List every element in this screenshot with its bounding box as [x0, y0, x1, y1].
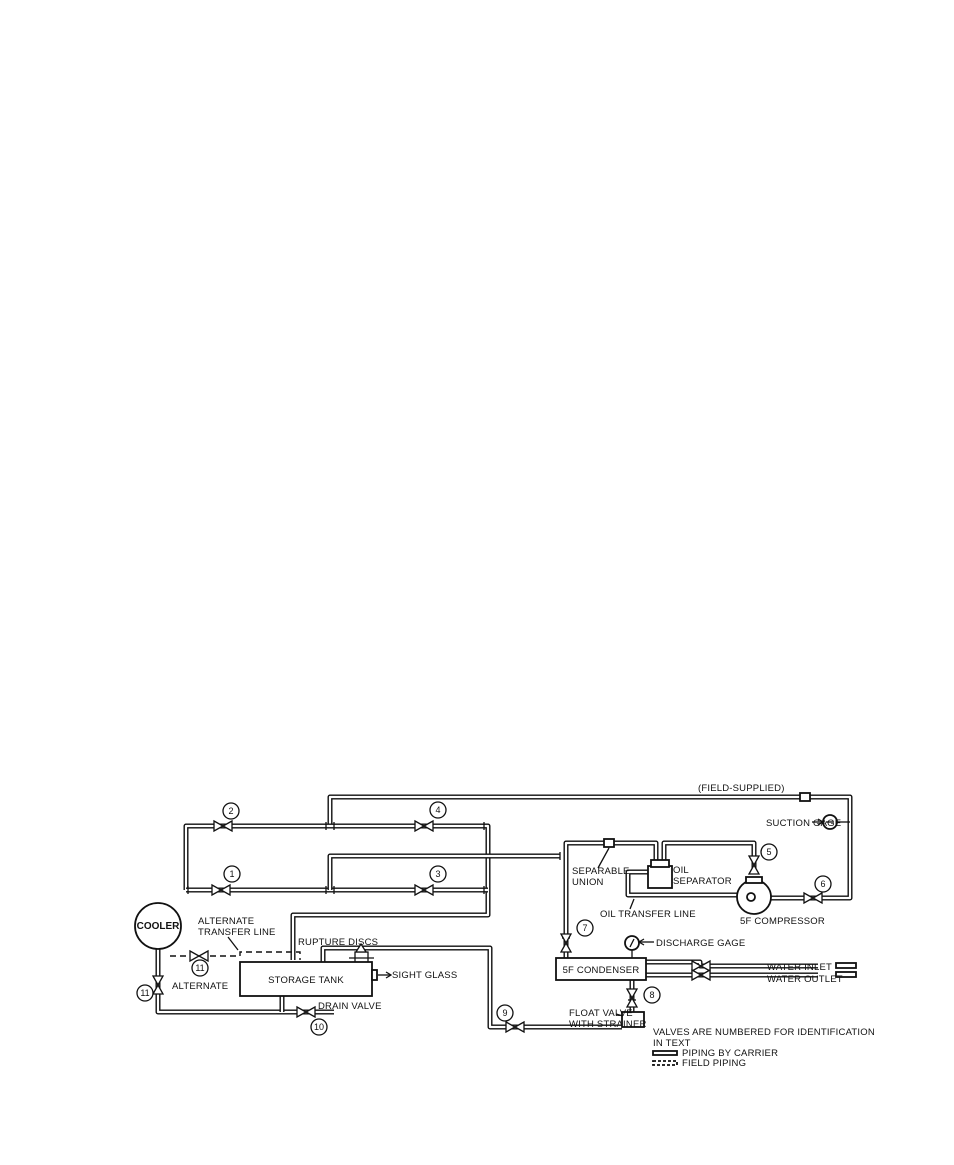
- valve-water-outlet: [691, 968, 703, 982]
- drain-valve-label: DRAIN VALVE: [318, 1001, 382, 1012]
- valve-2: [213, 819, 225, 833]
- valve-7-number: 7: [582, 923, 587, 933]
- discharge-gage: [624, 935, 640, 958]
- labels: (FIELD-SUPPLIED) SUCTION GAGE ALTERNATE …: [172, 783, 843, 1030]
- field-supplied-union: [799, 792, 811, 802]
- legend-field-swatch: [652, 1060, 678, 1066]
- valve-callouts: 2 4 1 3 5 6 7 8 9 10 11 11: [136, 801, 832, 1036]
- rupture-discs-label: RUPTURE DISCS: [298, 937, 378, 948]
- valve-8: [625, 988, 639, 1000]
- valve-11-alternate-number: 11: [140, 988, 149, 998]
- legend: VALVES ARE NUMBERED FOR IDENTIFICATION I…: [652, 1027, 875, 1069]
- valve-9: [505, 1020, 517, 1034]
- legend-note-1: VALVES ARE NUMBERED FOR IDENTIFICATION: [653, 1027, 875, 1038]
- discharge-gage-label: DISCHARGE GAGE: [656, 938, 745, 949]
- alternate-transfer-line: [170, 951, 301, 960]
- valve-11-alternate: [151, 975, 165, 987]
- valve-5: [747, 855, 761, 867]
- oil-transfer-line-label: OIL TRANSFER LINE: [600, 909, 696, 920]
- rupture-discs: [349, 942, 374, 962]
- condenser-label: 5F CONDENSER: [563, 965, 640, 976]
- valve-3: [414, 883, 426, 897]
- separable-union: [603, 838, 615, 848]
- storage-tank-label: STORAGE TANK: [268, 975, 344, 986]
- water-inlet-label: WATER INLET: [767, 962, 832, 973]
- valve-11-transfer: [189, 949, 201, 963]
- sight-glass-fitting: [371, 969, 378, 981]
- legend-note-2: IN TEXT: [653, 1038, 691, 1049]
- suction-gage-label: SUCTION GAGE: [766, 818, 841, 829]
- valve-1: [211, 883, 223, 897]
- valve-4-number: 4: [435, 805, 440, 815]
- valve-7: [559, 933, 573, 945]
- valve-6-number: 6: [820, 879, 825, 889]
- oil-separator-label-2: SEPARATOR: [673, 876, 732, 887]
- alternate-transfer-line-label-1: ALTERNATE: [198, 916, 254, 927]
- cooler: COOLER: [134, 902, 182, 950]
- legend-piping-by-carrier: PIPING BY CARRIER: [682, 1048, 778, 1059]
- oil-separator: [647, 859, 673, 889]
- valve-water-inlet: [691, 959, 703, 973]
- field-supplied-label: (FIELD-SUPPLIED): [698, 783, 785, 794]
- water-connections: [835, 962, 857, 978]
- separable-union-label-2: UNION: [572, 877, 604, 888]
- float-valve-with-strainer: [621, 1011, 645, 1028]
- valve-4: [414, 819, 426, 833]
- compressor: [736, 876, 772, 915]
- valves: [151, 819, 823, 1034]
- legend-field-piping: FIELD PIPING: [682, 1058, 746, 1069]
- float-valve-label-1: FLOAT VALVE: [569, 1008, 633, 1019]
- valve-11-transfer-number: 11: [195, 963, 204, 973]
- valve-10-number: 10: [314, 1022, 324, 1032]
- oil-separator-label-1: OIL: [673, 865, 689, 876]
- cooler-label: COOLER: [137, 921, 181, 932]
- sight-glass-label: SIGHT GLASS: [392, 970, 457, 981]
- separable-union-label-1: SEPARABLE: [572, 866, 630, 877]
- valve-5-number: 5: [766, 847, 771, 857]
- valve-2-number: 2: [228, 806, 233, 816]
- alternate-transfer-line-label-2: TRANSFER LINE: [198, 927, 276, 938]
- valve-10: [296, 1005, 308, 1019]
- compressor-label: 5F COMPRESSOR: [740, 916, 825, 927]
- alternate-label: ALTERNATE: [172, 981, 228, 992]
- valve-6: [803, 891, 815, 905]
- condenser: 5F CONDENSER: [555, 957, 647, 981]
- valve-1-number: 1: [229, 869, 234, 879]
- valve-8-number: 8: [649, 990, 654, 1000]
- storage-tank: STORAGE TANK: [239, 961, 393, 997]
- legend-carrier-swatch: [652, 1050, 678, 1056]
- valve-3-number: 3: [435, 869, 440, 879]
- valve-9-number: 9: [502, 1008, 507, 1018]
- float-valve-label-2: WITH STRAINER: [569, 1019, 647, 1030]
- water-outlet-label: WATER OUTLET: [767, 974, 843, 985]
